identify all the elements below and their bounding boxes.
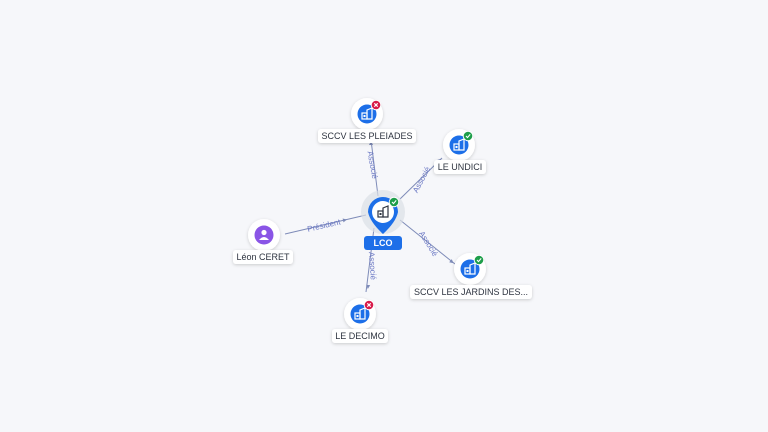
node-sccv-les-jardins[interactable]: SCCV LES JARDINS DES... bbox=[410, 253, 532, 299]
edge-leon-ceret: Président bbox=[284, 214, 367, 235]
node-label-pill bbox=[410, 285, 532, 299]
node-label-pill bbox=[332, 329, 388, 343]
edge-label: Associé bbox=[417, 230, 440, 259]
edge-label: Associé bbox=[366, 150, 380, 180]
center-node[interactable]: LCO bbox=[361, 190, 405, 250]
node-label-pill bbox=[233, 250, 293, 264]
edge-line bbox=[399, 219, 456, 265]
status-active-icon bbox=[462, 130, 474, 142]
node-leon-ceret[interactable]: Léon CERET bbox=[233, 219, 293, 264]
building-icon bbox=[377, 205, 389, 218]
node-le-decimo[interactable]: LE DECIMO bbox=[332, 298, 388, 343]
person-icon bbox=[259, 229, 269, 240]
center-label: LCO bbox=[374, 238, 393, 248]
edge-label: Président bbox=[306, 217, 342, 234]
status-active-icon bbox=[388, 196, 400, 208]
edge-label: Associé bbox=[411, 165, 432, 194]
node-label: SCCV LES PLEIADES bbox=[321, 131, 412, 141]
node-label: LE DECIMO bbox=[335, 331, 385, 341]
status-inactive-icon bbox=[363, 299, 375, 311]
node-label-pill bbox=[318, 129, 416, 143]
edge-sccv-les-jardins: Associé bbox=[399, 219, 456, 265]
node-sccv-les-pleiades[interactable]: SCCV LES PLEIADES bbox=[318, 98, 416, 143]
node-label: SCCV LES JARDINS DES... bbox=[414, 287, 528, 297]
edge-line bbox=[370, 139, 379, 197]
edge-line bbox=[284, 214, 367, 235]
edge-arrow-icon bbox=[366, 284, 371, 289]
node-label: LE UNDICI bbox=[438, 162, 483, 172]
edge-sccv-les-pleiades: Associé bbox=[366, 139, 380, 197]
node-label: Léon CERET bbox=[236, 252, 290, 262]
status-inactive-icon bbox=[370, 99, 382, 111]
node-label-pill bbox=[434, 160, 486, 174]
status-active-icon bbox=[473, 254, 485, 266]
edge-label: Associé bbox=[367, 252, 378, 281]
edge-arrow-icon bbox=[342, 218, 347, 223]
center-label-pill bbox=[364, 236, 402, 250]
node-le-undici[interactable]: LE UNDICI bbox=[434, 129, 486, 174]
edge-arrow-icon bbox=[449, 259, 454, 264]
